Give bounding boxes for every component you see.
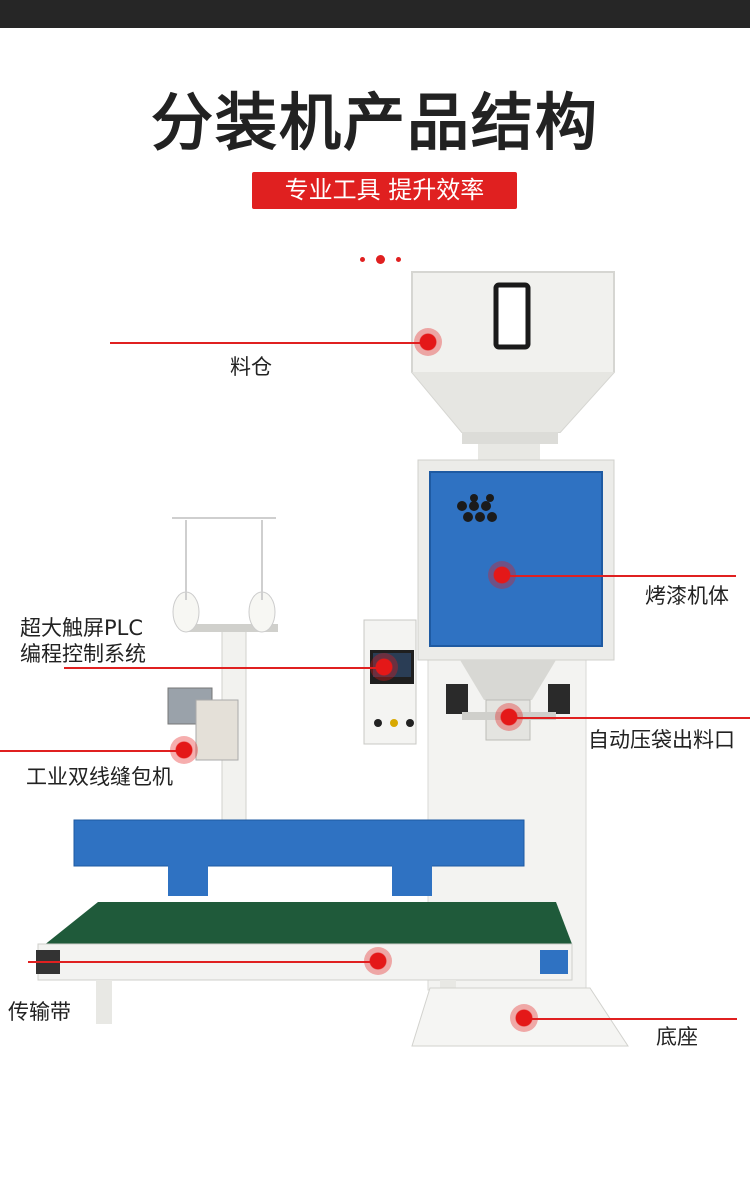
sewing-column — [167, 517, 278, 853]
hopper — [411, 271, 615, 462]
leader-line — [523, 1018, 737, 1020]
leader-line — [0, 750, 182, 752]
marker-hopper — [414, 328, 442, 356]
marker-conveyor — [364, 947, 392, 975]
label-sewing-machine: 工业双线缝包机 — [26, 765, 173, 789]
page-title: 分装机产品结构 — [150, 86, 599, 159]
leader-line — [64, 667, 384, 669]
label-base: 底座 — [656, 1025, 698, 1049]
marker-sewing — [170, 736, 198, 764]
leader-line — [500, 575, 736, 577]
marker-body — [488, 561, 516, 589]
label-plc-line2: 编程控制系统 — [20, 642, 146, 666]
control-box — [363, 619, 417, 745]
conveyor-guide-rail — [73, 819, 525, 896]
marker-base — [510, 1004, 538, 1032]
decorative-dots — [356, 254, 406, 266]
leader-line — [28, 961, 378, 963]
top-bar — [0, 0, 750, 28]
label-discharge: 自动压袋出料口 — [588, 728, 735, 752]
marker-plc — [370, 653, 398, 681]
painted-body-panel — [429, 471, 603, 647]
packing-machine-illustration — [36, 271, 629, 1047]
dot — [360, 257, 365, 262]
label-plc-line1: 超大触屏PLC — [20, 616, 144, 640]
dot — [396, 257, 401, 262]
vent-holes — [457, 494, 497, 522]
subtitle-badge: 专业工具 提升效率 — [252, 172, 517, 209]
leader-line — [507, 717, 750, 719]
label-conveyor: 传输带 — [8, 1000, 71, 1024]
marker-discharge — [495, 703, 523, 731]
label-hopper: 料仓 — [230, 355, 272, 379]
dot — [376, 255, 385, 264]
leader-line — [110, 342, 428, 344]
sight-window — [493, 282, 531, 350]
label-painted-body: 烤漆机体 — [645, 584, 729, 608]
